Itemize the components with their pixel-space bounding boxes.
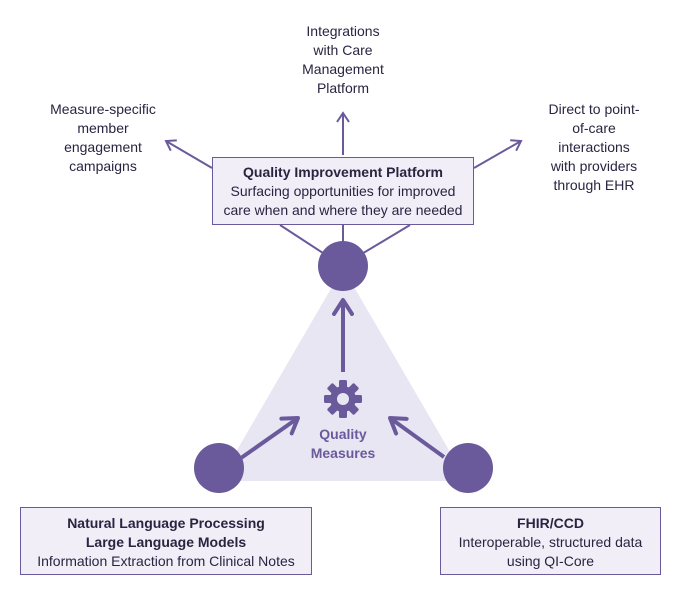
arrow-to-point-of-care (473, 139, 523, 169)
platform-line: Surfacing opportunities for improved (230, 183, 456, 199)
caption-line: Management (302, 61, 384, 77)
caption-line: Integrations (306, 23, 380, 39)
caption-line: Platform (316, 80, 370, 96)
arrow-fhir-to-measures (388, 416, 446, 459)
caption-line: Direct to point- (548, 101, 640, 117)
caption-line: engagement (64, 139, 142, 155)
llm-title: Large Language Models (85, 534, 247, 550)
caption-line: through EHR (553, 177, 635, 193)
quality-improvement-platform-box: Quality Improvement Platform Surfacing o… (212, 157, 474, 225)
fhir-title: FHIR/CCD (517, 515, 584, 531)
platform-line: care when and where they are needed (223, 202, 463, 218)
caption-line: campaigns (69, 158, 137, 174)
arrow-to-engagement (164, 139, 213, 169)
center-label-line: Quality (319, 426, 367, 442)
caption-engagement-campaigns: Measure-specific member engagement campa… (30, 100, 176, 176)
connector-top-left (279, 224, 327, 256)
nlp-llm-box: Natural Language Processing Large Langua… (20, 507, 312, 575)
caption-line: Measure-specific (50, 101, 156, 117)
arrow-nlp-to-measures (239, 416, 300, 460)
caption-line: with providers (550, 158, 638, 174)
node-left (194, 443, 244, 493)
fhir-ccd-box: FHIR/CCD Interoperable, structured data … (440, 507, 661, 575)
caption-line: with Care (313, 42, 373, 58)
node-right (443, 443, 493, 493)
fhir-line: using QI-Core (506, 553, 595, 569)
caption-line: interactions (558, 139, 630, 155)
caption-point-of-care: Direct to point- of-care interactions wi… (522, 100, 666, 195)
node-top (318, 241, 368, 291)
connector-top-right (359, 224, 411, 256)
platform-title: Quality Improvement Platform (243, 164, 443, 180)
gear-icon (324, 380, 362, 418)
quality-measures-label: Quality Measures (293, 425, 393, 463)
caption-line: of-care (572, 120, 616, 136)
nlp-subtitle: Information Extraction from Clinical Not… (37, 553, 295, 569)
caption-care-management: Integrations with Care Management Platfo… (273, 22, 413, 98)
center-label-line: Measures (310, 445, 376, 461)
fhir-line: Interoperable, structured data (458, 534, 643, 550)
caption-line: member (77, 120, 129, 136)
nlp-title: Natural Language Processing (67, 515, 265, 531)
